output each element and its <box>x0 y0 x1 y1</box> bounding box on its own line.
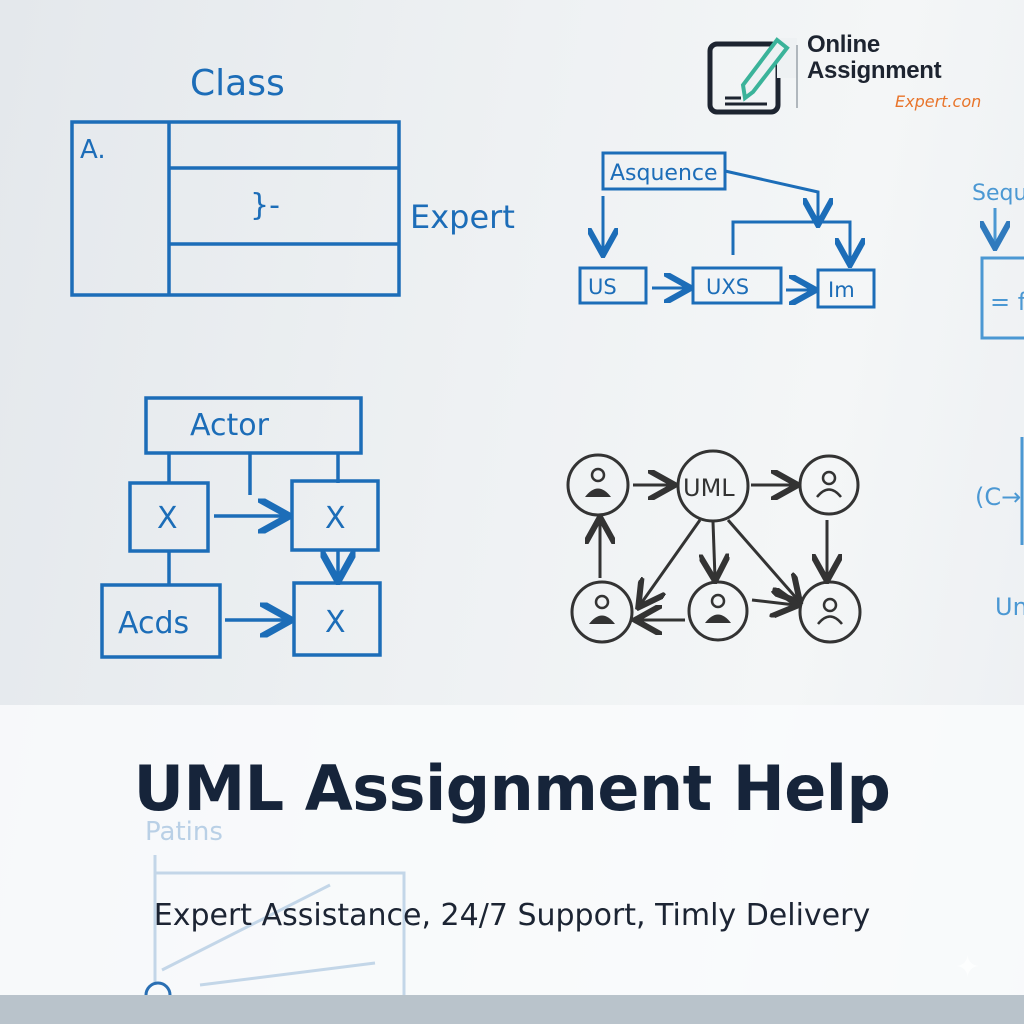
edge-label: Seque <box>972 181 1024 206</box>
network-diagram: UML <box>566 449 862 644</box>
class-diagram: Class A. }- Expert <box>70 63 515 297</box>
title-banner: Patins <box>0 705 1024 995</box>
logo-domain: Expert.con <box>895 92 982 111</box>
person-icons <box>585 467 843 625</box>
edge-box-text: = f <box>990 288 1024 316</box>
actor-box: Acds <box>118 606 189 641</box>
class-mark: }- <box>250 188 280 223</box>
sequence-diagram: Asquence US UXS Im <box>578 151 876 309</box>
sequence-node: US <box>588 275 617 299</box>
sequence-top: Asquence <box>610 161 718 186</box>
actor-diagram: Actor X X Acds X <box>100 396 382 659</box>
logo-line: Online <box>807 31 880 58</box>
edge-label: (C→ <box>975 483 1021 511</box>
sequence-node: Im <box>828 278 855 302</box>
faded-diagram: Patins <box>144 817 406 995</box>
page-title: UML Assignment Help <box>133 752 891 825</box>
sequence-node: UXS <box>706 275 749 299</box>
class-cell-label: A. <box>80 135 106 165</box>
actor-box: X <box>325 501 346 536</box>
edge-label: Un <box>995 593 1024 621</box>
actor-box: X <box>157 501 178 536</box>
network-center: UML <box>683 474 735 502</box>
sparkle-icon: ✦ <box>955 950 981 985</box>
logo-wordmark: Online Assignment <box>807 31 942 84</box>
bottom-strip <box>0 995 1024 1024</box>
class-title: Class <box>190 63 285 104</box>
faded-label: Patins <box>145 817 223 847</box>
logo-icon <box>707 37 798 115</box>
actor-top: Actor <box>190 408 270 443</box>
class-side-label: Expert <box>410 198 515 236</box>
edge-diagram: Seque = f (C→ Un <box>972 181 1024 621</box>
page-subtitle: Expert Assistance, 24/7 Support, Timly D… <box>153 898 871 933</box>
actor-box: X <box>325 605 346 640</box>
logo-line: Assignment <box>807 57 942 84</box>
